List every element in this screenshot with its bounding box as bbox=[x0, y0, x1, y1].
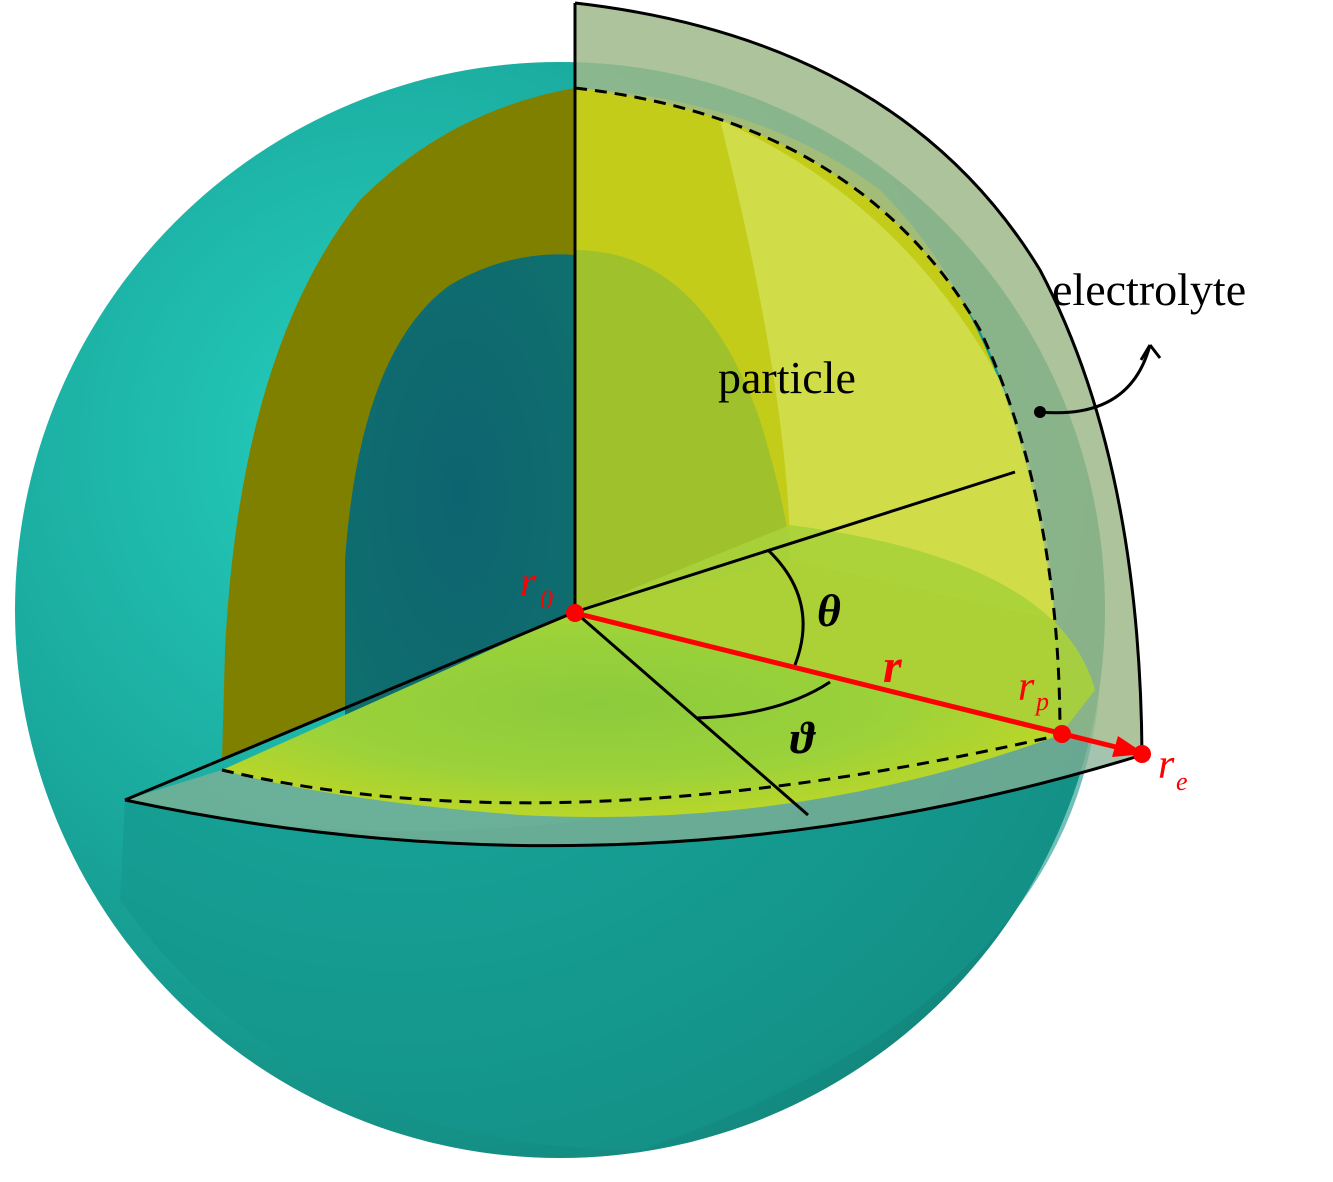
rp-label-main: r bbox=[1018, 664, 1035, 710]
particle-vertical-light bbox=[720, 120, 1055, 620]
r0-label-main: r bbox=[520, 560, 537, 606]
particle-boundary bbox=[221, 86, 1062, 805]
electrolyte-lower-shell bbox=[125, 735, 1142, 846]
frame-lines bbox=[124, 1, 1152, 848]
core-region bbox=[345, 254, 575, 735]
left-radius-line bbox=[124, 610, 576, 802]
particle-vertical-inner bbox=[575, 250, 790, 612]
vartheta-arc bbox=[696, 680, 831, 720]
re-label-main: r bbox=[1158, 742, 1175, 788]
front-radius-line bbox=[574, 610, 809, 817]
theta-arc bbox=[766, 548, 805, 666]
particle-boundary-arc bbox=[574, 86, 1062, 736]
rp-label-sub: p bbox=[1034, 687, 1049, 716]
horizontal-slice-right bbox=[575, 525, 1095, 735]
electrolyte-pointer-curve bbox=[1039, 344, 1152, 415]
particle-boundary-bottom bbox=[221, 733, 1061, 805]
re-label-sub: e bbox=[1176, 767, 1188, 796]
horizontal-slice bbox=[222, 612, 1060, 818]
electrolyte-outer-arc bbox=[574, 1, 1144, 756]
electrolyte-bottom-arc bbox=[124, 753, 1143, 848]
theta-label: θ bbox=[817, 585, 841, 636]
re-point bbox=[1133, 745, 1151, 763]
particle-label: particle bbox=[718, 352, 856, 403]
vartheta-label: ϑ bbox=[790, 712, 816, 763]
r0-point bbox=[566, 604, 584, 622]
radius-line bbox=[574, 610, 1129, 753]
radius-label: r bbox=[883, 640, 903, 693]
radius-vector bbox=[566, 604, 1151, 763]
electrolyte-pointer-dot bbox=[1034, 406, 1046, 418]
electrolyte-pointer-arrowhead bbox=[1139, 344, 1162, 361]
rp-point bbox=[1053, 725, 1071, 743]
r0-label-sub: 0 bbox=[540, 585, 553, 614]
electrolyte-label: electrolyte bbox=[1052, 264, 1246, 315]
upper-radius-line bbox=[574, 470, 1016, 614]
